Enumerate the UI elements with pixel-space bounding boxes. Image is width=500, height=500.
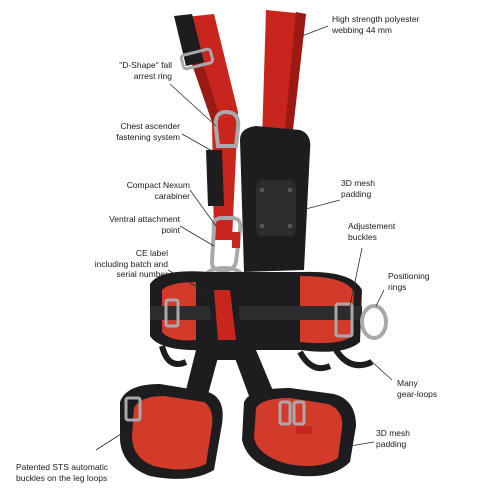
- label-webbing: High strength polyester webbing 44 mm: [332, 14, 420, 35]
- leader-carabiner: [189, 189, 217, 227]
- leader-mesh-top: [301, 199, 341, 211]
- carabiner-gate-lock: [232, 232, 240, 248]
- leader-webbing: [301, 25, 329, 37]
- positioning-ring: [360, 304, 388, 340]
- leader-rings: [375, 289, 385, 307]
- waist-belt: [150, 271, 362, 352]
- label-ce: CE label including batch and serial numb…: [94, 248, 168, 279]
- label-rings: Positioning rings: [388, 271, 430, 292]
- label-gear-loops: Many gear-loops: [397, 378, 438, 399]
- label-mesh-bottom: 3D mesh padding: [376, 428, 411, 449]
- d-shape-ring: [213, 109, 241, 148]
- label-d-ring: "D-Shape" fall arrest ring: [119, 60, 172, 81]
- adjustment-buckle-left: [164, 298, 180, 328]
- strap-buckle: [179, 47, 215, 71]
- leader-lines: [95, 25, 393, 451]
- leader-mesh-bottom: [349, 441, 375, 447]
- leader-sts: [95, 431, 125, 451]
- back-padding: [240, 126, 311, 272]
- leader-d-ring: [169, 83, 217, 127]
- gear-loop: [297, 350, 332, 372]
- leader-buckles: [349, 247, 363, 307]
- gear-loop: [159, 345, 188, 367]
- label-mesh-top: 3D mesh padding: [341, 178, 376, 199]
- label-carabiner: Compact Nexum carabiner: [126, 180, 190, 201]
- label-ventral: Ventral attachment point: [109, 214, 180, 235]
- leg-strap-left: [184, 350, 220, 402]
- chest-ascender-strap: [206, 150, 224, 206]
- shoulder-strap-right: [262, 10, 306, 140]
- leader-gear-loops: [369, 359, 393, 381]
- label-buckles: Adjustement buckles: [348, 221, 396, 242]
- leader-ventral: [179, 225, 215, 247]
- leg-loop-left: [120, 384, 223, 479]
- sts-buckle-tab: [296, 426, 312, 434]
- label-chest-ascender: Chest ascender fastening system: [116, 121, 180, 142]
- adjustment-buckle: [334, 302, 354, 338]
- label-sts: Patented STS automatic buckles on the le…: [16, 462, 109, 483]
- bridge-strap-red: [214, 290, 236, 340]
- sts-buckle: [292, 400, 306, 426]
- leader-chest-ascender: [181, 133, 215, 153]
- sts-buckle: [278, 400, 292, 426]
- gear-loop: [333, 348, 374, 368]
- sts-buckle: [124, 396, 142, 422]
- leader-ce-label: [167, 269, 207, 293]
